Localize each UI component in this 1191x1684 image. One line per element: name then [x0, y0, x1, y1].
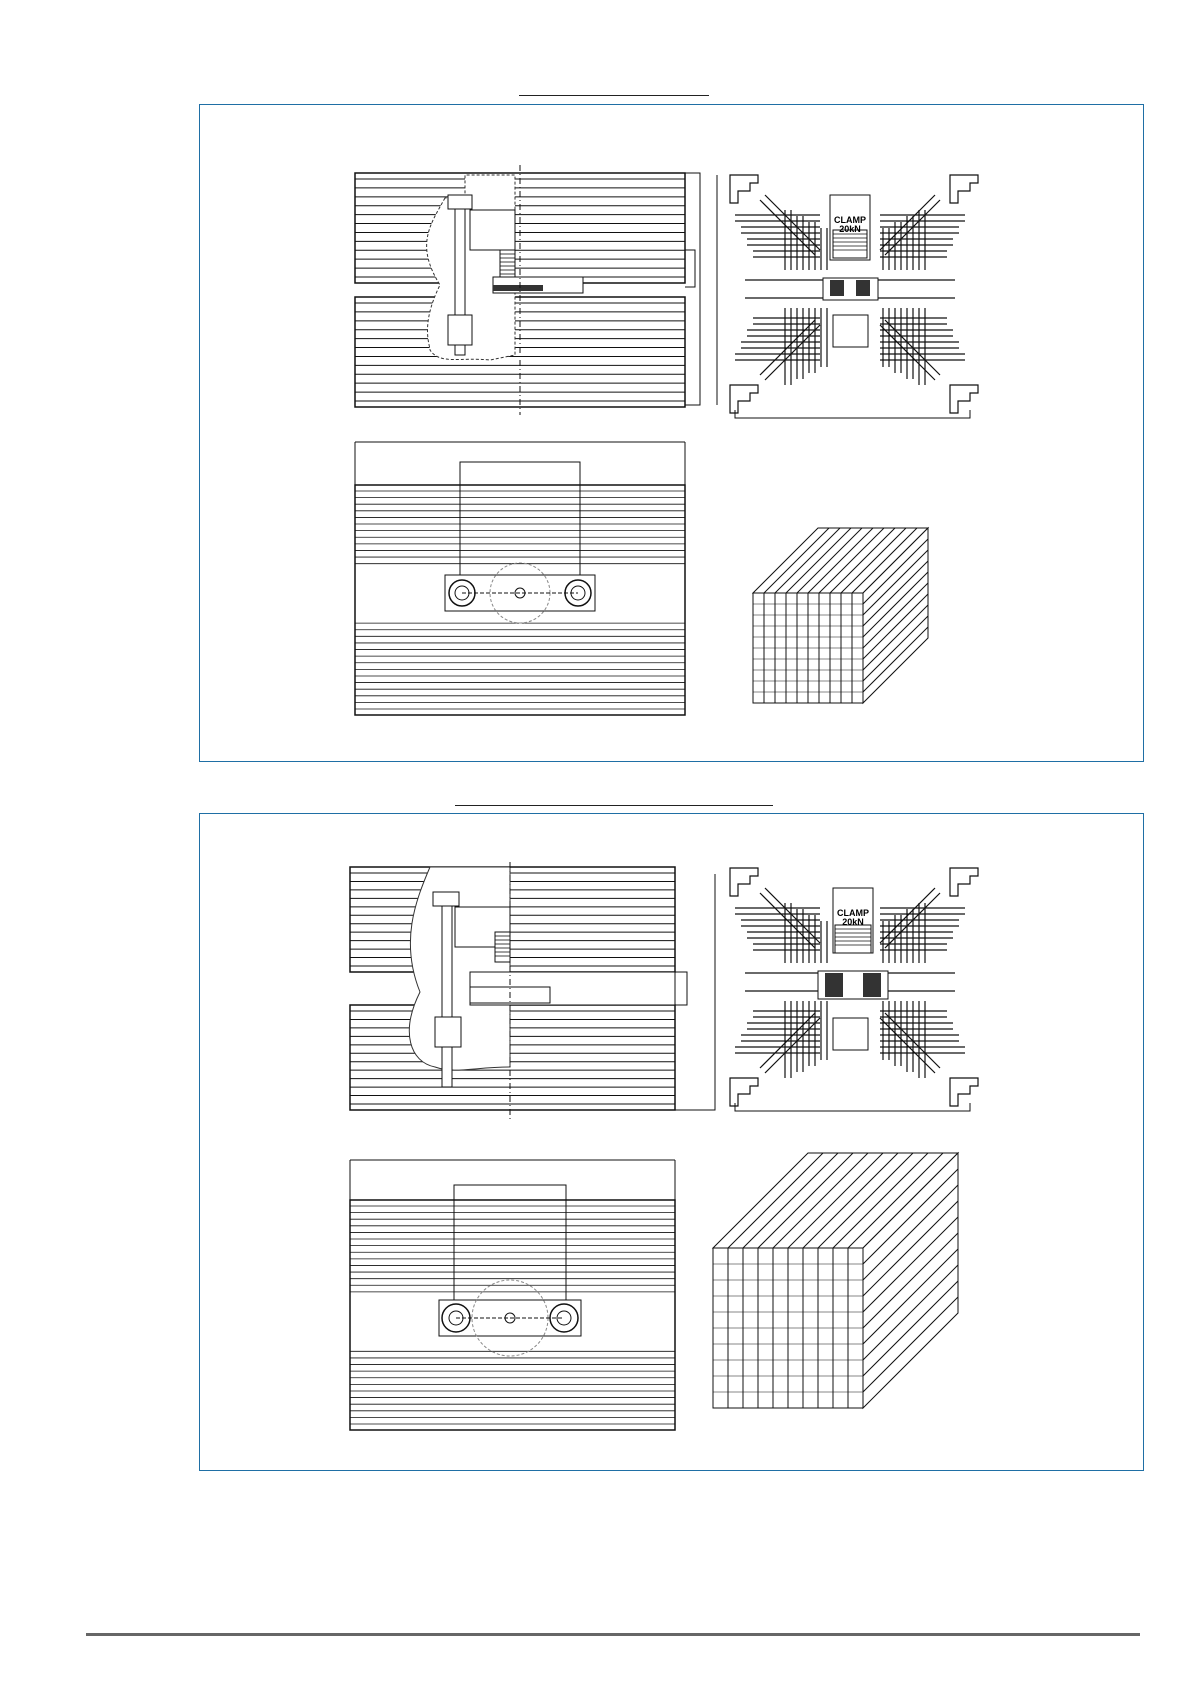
heatsink-outline-top — [355, 173, 685, 283]
spring-stack — [500, 250, 515, 280]
section-2-heading-underline — [455, 805, 773, 806]
front-heatsink-view-1: CLAMP 20kN — [725, 170, 985, 448]
isometric-view-1 — [745, 520, 945, 720]
side-section-view-2 — [345, 862, 685, 1122]
front-heatsink-view-2: CLAMP 20kN — [725, 863, 985, 1141]
lower-block — [833, 315, 868, 347]
clamp-label-line2: 20kN — [842, 917, 864, 927]
isometric-view-2 — [705, 1145, 970, 1425]
dimension-bolt-spacing — [460, 462, 580, 580]
clamp-label-line2: 20kN — [839, 224, 861, 234]
dimension-width — [735, 410, 970, 418]
clamp-block — [470, 210, 515, 250]
footer-rule — [86, 1633, 1140, 1636]
top-plan-view-1 — [350, 440, 690, 720]
bolt-head — [448, 195, 472, 209]
side-section-view-1 — [350, 165, 690, 415]
top-plan-view-2 — [345, 1160, 685, 1435]
nut-bottom — [448, 315, 472, 345]
section-1-heading-underline — [519, 95, 709, 96]
